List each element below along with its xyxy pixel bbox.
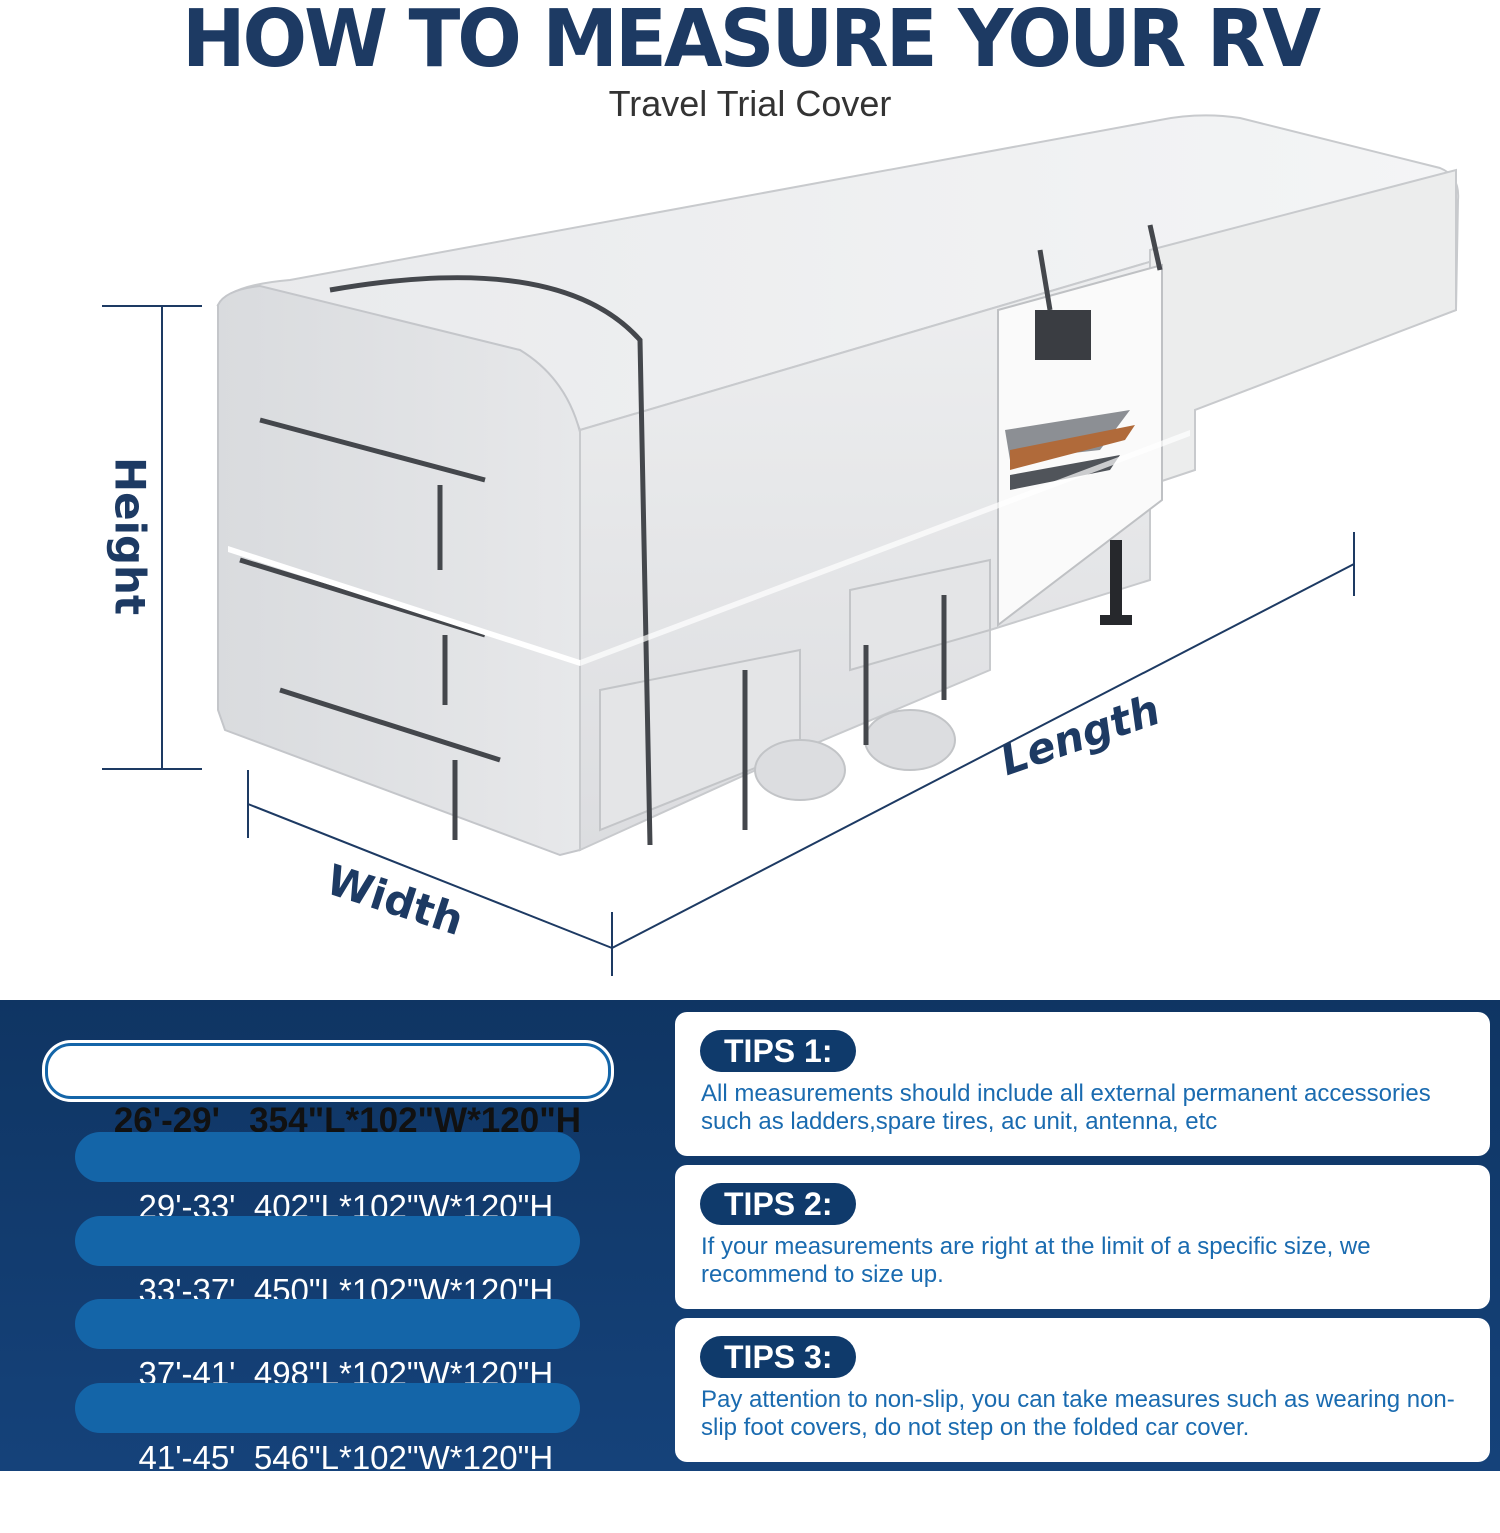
page-subtitle: Travel Trial Cover — [608, 83, 892, 124]
tip-card-3: TIPS 3: Pay attention to non-slip, you c… — [675, 1318, 1490, 1462]
tip-text: All measurements should include all exte… — [701, 1080, 1431, 1135]
tip-text: If your measurements are right at the li… — [701, 1233, 1371, 1288]
length-dimension-line — [611, 532, 1355, 949]
height-dimension-line — [102, 305, 202, 770]
size-option-selected[interactable]: 26'-29' 354"L*102"W*120"H — [45, 1043, 611, 1140]
size-option[interactable]: 29'-33' 402"L*102"W*120"H — [75, 1132, 580, 1225]
tip-badge: TIPS 1: — [700, 1030, 857, 1072]
diagram-area: HOW TO MEASURE YOUR RV Travel Trial Cove… — [102, 0, 1460, 976]
info-panel: 26'-29' 354"L*102"W*120"H 29'-33' 402"L*… — [0, 1000, 1500, 1476]
size-spec: 546"L*102"W*120"H — [253, 1439, 554, 1476]
tip-badge: TIPS 3: — [700, 1336, 857, 1378]
tip-card-1: TIPS 1: All measurements should include … — [675, 1012, 1490, 1156]
size-option[interactable]: 37'-41' 498"L*102"W*120"H — [75, 1299, 580, 1392]
size-option[interactable]: 41'-45' 546"L*102"W*120"H — [75, 1383, 580, 1476]
tip-card-2: TIPS 2: If your measurements are right a… — [675, 1165, 1490, 1309]
tip-text: Pay attention to non-slip, you can take … — [701, 1386, 1455, 1441]
rv-cover-illustration — [102, 114, 1460, 976]
size-range: 41'-45' — [138, 1439, 236, 1476]
size-option[interactable]: 33'-37' 450"L*102"W*120"H — [75, 1216, 580, 1309]
page-title: HOW TO MEASURE YOUR RV — [181, 0, 1321, 86]
height-label: Height — [105, 456, 155, 616]
tip-badge: TIPS 2: — [700, 1183, 857, 1225]
rv-body — [216, 114, 1460, 857]
width-dimension-line — [247, 770, 613, 976]
